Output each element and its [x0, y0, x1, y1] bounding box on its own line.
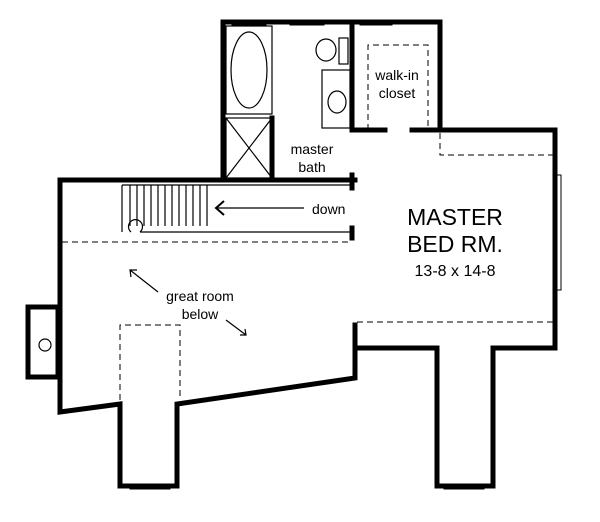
closet-shelving: [367, 44, 429, 130]
stair-arrow-head: [214, 200, 225, 216]
master-bath-label-1: master: [291, 141, 334, 157]
master-bed-title-2: BED RM.: [407, 231, 503, 257]
toilet-tank: [338, 37, 349, 65]
great-room-label-1: great room: [166, 288, 234, 304]
great-room-arrow-down-line: [225, 319, 247, 336]
closet-label-1: walk-in: [374, 67, 419, 83]
bath-fixtures: [225, 25, 351, 179]
sink: [327, 90, 347, 114]
great-room-arrow-up-line: [129, 269, 159, 293]
stair-newel: [127, 219, 144, 233]
great-room-arrow-up-head: [129, 269, 137, 278]
master-bath-label-2: bath: [298, 159, 325, 175]
bathtub: [230, 31, 268, 109]
tub-surround: [225, 25, 273, 115]
closet-shelf: [367, 44, 429, 130]
shower: [225, 117, 273, 179]
great-room-wall: [57, 177, 358, 489]
bath-block-wall: [220, 19, 558, 489]
toilet-bowl: [315, 38, 337, 62]
vanity: [321, 69, 351, 129]
chimney-flue: [38, 338, 52, 352]
closet-label-2: closet: [379, 85, 416, 101]
stair-down-label: down: [312, 201, 345, 217]
overhead-lines: [62, 133, 553, 420]
master-bed-dimensions: 13-8 x 14-8: [415, 263, 496, 280]
great-room-label-2: below: [182, 306, 219, 322]
great-room-arrow-down-head: [240, 328, 247, 336]
labels: walk-in closet master bath down MASTER B…: [129, 67, 503, 336]
stair-treads: [129, 185, 208, 226]
left-wing-dash: [119, 324, 181, 420]
master-bed-title-1: MASTER: [407, 204, 503, 230]
bed-bay-dash: [439, 133, 553, 156]
fireplace: [25, 304, 61, 380]
stairs: [121, 184, 352, 233]
shower-x2: [225, 117, 273, 179]
